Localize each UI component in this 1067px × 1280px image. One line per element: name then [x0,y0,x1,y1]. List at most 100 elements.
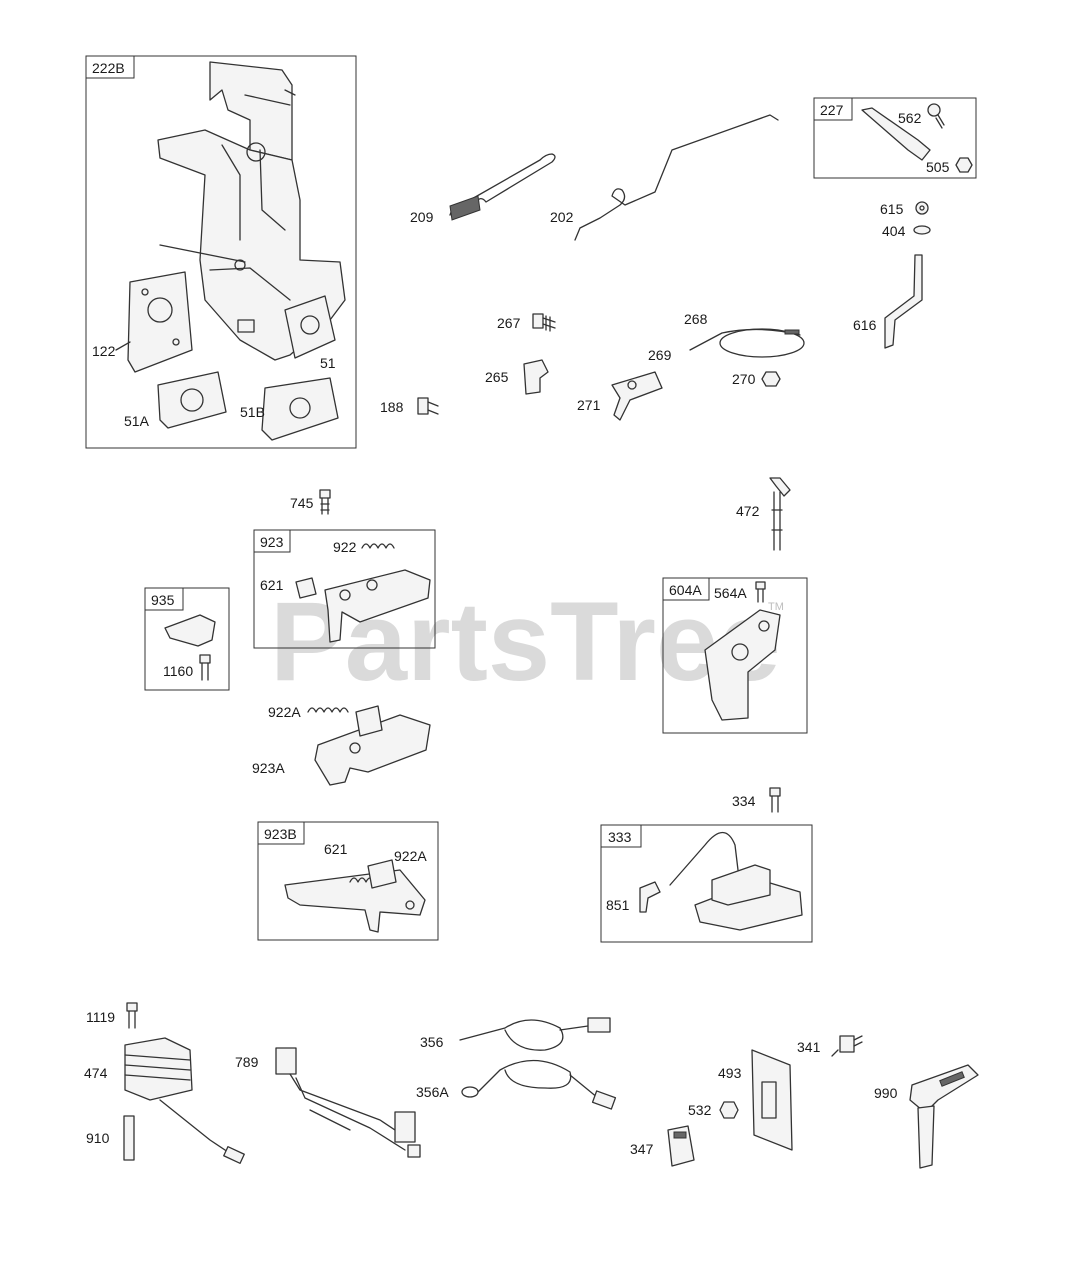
group-935[interactable]: 935 1160 [144,587,230,691]
part-923-governor-plate[interactable] [324,569,431,643]
part-789-wiring-harness[interactable] [275,1047,421,1158]
part-356A-wire[interactable] [461,1059,617,1110]
group-923[interactable]: 923 922 621 [253,529,436,649]
label-51B: 51B [240,404,265,420]
part-265-clip[interactable] [523,359,549,395]
part-268-cable[interactable] [689,328,805,358]
label-270: 270 [732,371,756,387]
group-923B-frame [257,821,439,941]
part-910-spacer[interactable] [123,1115,135,1161]
label-227: 227 [820,102,844,118]
part-474-armature[interactable] [124,1037,193,1101]
part-935-bracket[interactable] [164,614,216,647]
label-222B: 222B [92,60,125,76]
part-51B-gasket[interactable] [261,377,339,441]
label-910: 910 [86,1130,110,1146]
label-990: 990 [874,1085,898,1101]
part-564A-screw[interactable] [755,581,766,603]
part-222B-bracket[interactable] [209,61,293,161]
label-564A: 564A [714,585,747,601]
part-851-spark-plug-boot[interactable] [639,881,661,913]
label-472: 472 [736,503,760,519]
label-922A-923B: 922A [394,848,427,864]
part-923B-governor-plate[interactable] [284,869,426,933]
label-532: 532 [688,1102,712,1118]
label-51: 51 [320,355,336,371]
part-1160-screw[interactable] [199,654,211,681]
part-532-nut[interactable] [719,1101,739,1119]
part-270-nut[interactable] [761,371,781,387]
label-745: 745 [290,495,314,511]
part-615-nut[interactable] [915,201,929,215]
group-604A[interactable]: 604A 564A [662,577,808,734]
group-222B-tag [85,55,135,79]
part-51A-gasket[interactable] [157,371,227,429]
label-789: 789 [235,1054,259,1070]
label-923A: 923A [252,760,285,776]
label-505: 505 [926,159,950,175]
part-604A-shroud[interactable] [704,609,781,721]
label-51A: 51A [124,413,150,429]
group-923-tag [253,529,291,553]
label-356A: 356A [416,1084,449,1100]
group-333-frame [600,824,813,943]
label-269: 269 [648,347,672,363]
label-923: 923 [260,534,284,550]
part-472-dipstick[interactable] [769,477,791,551]
part-202-link[interactable] [574,114,779,241]
part-745-screw[interactable] [319,489,331,515]
part-404-washer[interactable] [913,225,931,235]
label-621-923B: 621 [324,841,348,857]
group-935-frame [144,587,230,691]
group-923B[interactable]: 923B 621 922A [257,821,439,941]
part-356-wire[interactable] [459,1017,611,1051]
label-347: 347 [630,1141,654,1157]
part-922A-spring[interactable] [307,707,349,713]
group-333-tag [600,824,642,848]
label-474: 474 [84,1065,108,1081]
label-122: 122 [92,343,116,359]
label-404: 404 [882,223,906,239]
part-267-screw[interactable] [532,313,556,332]
group-333[interactable]: 333 851 [600,824,813,943]
group-222B[interactable]: 222B 122 51 51A 51B [85,55,357,449]
label-1119: 1119 [86,1009,115,1025]
label-562: 562 [898,110,922,126]
part-493-plate[interactable] [751,1049,793,1151]
label-923B: 923B [264,826,297,842]
part-271-bracket[interactable] [611,371,663,421]
label-356: 356 [420,1034,444,1050]
label-604A: 604A [669,582,702,598]
part-51-plate[interactable] [284,295,336,359]
group-604A-tag [662,577,710,601]
group-227-frame [813,97,977,179]
part-562-screw[interactable] [927,103,945,129]
label-267: 267 [497,315,521,331]
label-333: 333 [608,829,632,845]
label-202: 202 [550,209,574,225]
group-227[interactable]: 227 562 505 [813,97,977,179]
part-334-screw[interactable] [769,787,781,813]
part-227-lever[interactable] [861,107,931,161]
label-922A: 922A [268,704,301,720]
group-923B-tag [257,821,305,845]
label-615: 615 [880,201,904,217]
label-341: 341 [797,1039,821,1055]
part-505-nut[interactable] [955,157,973,173]
part-1119-screw[interactable] [126,1002,138,1029]
part-188-screw[interactable] [417,397,439,415]
part-923A-governor-plate[interactable] [314,714,431,786]
part-922-spring[interactable] [361,543,395,549]
label-268: 268 [684,311,708,327]
label-188: 188 [380,399,404,415]
label-616: 616 [853,317,877,333]
label-1160: 1160 [163,663,193,679]
label-922: 922 [333,539,357,555]
label-493: 493 [718,1065,742,1081]
part-341-fitting[interactable] [831,1035,863,1057]
part-990-handle[interactable] [909,1064,979,1169]
label-271: 271 [577,397,601,413]
part-616-shaft[interactable] [884,254,923,349]
part-209-spring[interactable] [449,153,556,221]
